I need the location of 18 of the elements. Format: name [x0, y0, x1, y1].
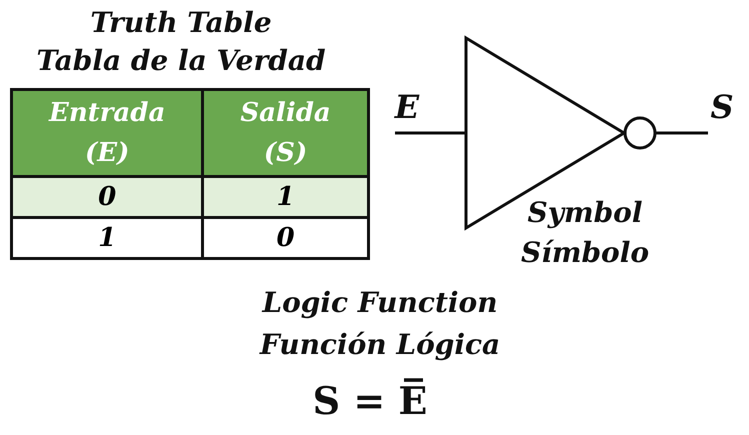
header-cell: Salida (S) — [202, 90, 368, 176]
symbol-caption: Symbol — [526, 196, 644, 229]
table-title: Truth Table — [89, 6, 273, 39]
not-gate-symbol — [464, 35, 656, 231]
connector-line — [395, 132, 466, 134]
signal-label: E — [393, 88, 421, 126]
table-title: Tabla de la Verdad — [35, 44, 327, 77]
header-cell: Entrada (E) — [12, 90, 203, 176]
function-title: Función Lógica — [258, 328, 502, 361]
logic-formula: S = E̅ — [312, 378, 428, 423]
table-cell: 0 — [12, 176, 203, 218]
table-cell: 1 — [12, 218, 203, 258]
function-title: Logic Function — [260, 286, 499, 319]
symbol-caption: Símbolo — [520, 236, 650, 269]
table-cell: 1 — [202, 176, 368, 218]
table-cell: 0 — [202, 218, 368, 258]
signal-label: S — [708, 88, 736, 126]
connector-line — [655, 132, 708, 134]
